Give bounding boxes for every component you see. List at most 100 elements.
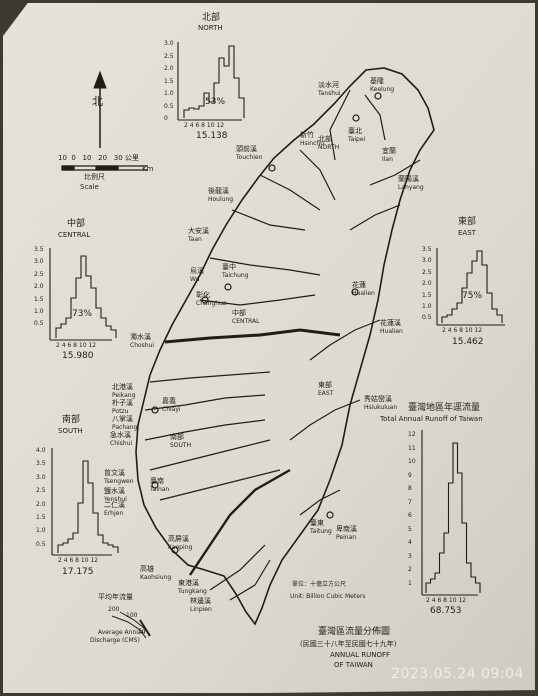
- total-title-en: Total Annual Runoff of Taiwan: [380, 415, 483, 423]
- map-title-en2: OF TAIWAN: [334, 661, 373, 669]
- map-label-pachang-en: Pachang: [112, 424, 138, 431]
- map-title-cn: 臺灣區流量分佈圖: [318, 627, 391, 637]
- map-label-tamshui-cn: 淡水河: [318, 81, 339, 89]
- scale-bar: [61, 165, 148, 171]
- histogram-central: [55, 255, 117, 338]
- histogram-north: [183, 45, 245, 118]
- discharge-legend-v200: 200: [108, 606, 120, 613]
- east-title-cn: 東部: [458, 217, 477, 227]
- map-label-lanyang-en: Lanyang: [398, 184, 424, 191]
- scale-ticks: 10 0 10 20 30 公里: [58, 154, 139, 162]
- map-label-kaoping-cn: 高屏溪: [168, 535, 189, 543]
- city-markers: [151, 92, 382, 554]
- map-label-north-en: NORTH: [318, 144, 340, 151]
- discharge-legend-v100: 100: [126, 612, 138, 619]
- map-label-hsinchu-cn: 新竹: [300, 131, 314, 139]
- unit-en: Unit: Billion Cubic Meters: [290, 593, 366, 600]
- east-x-axis: 2 4 6 8 10 12: [442, 327, 483, 334]
- map-title-en1: ANNUAL RUNOFF: [330, 651, 391, 659]
- scale-title-en: Scale: [80, 183, 99, 191]
- north-title-cn: 北部: [202, 13, 221, 23]
- total-title-cn: 臺灣地區年逕流量: [408, 403, 481, 413]
- map-label-hsiukuluan-cn: 秀姑巒溪: [364, 395, 392, 403]
- map-label-hualien_r-en: Hualien: [380, 328, 403, 335]
- map-label-tainan-en: Tainan: [150, 486, 170, 493]
- map-label-taichung-cn: 臺中: [222, 263, 236, 271]
- chart-total: [421, 430, 478, 596]
- east-total: 15.462: [452, 337, 484, 347]
- north-percent: 53%: [205, 97, 226, 107]
- map-label-tainan-cn: 臺南: [150, 477, 164, 485]
- map-label-taitung-en: Taitung: [310, 528, 332, 535]
- map-label-taipei-cn: 臺北: [348, 127, 362, 135]
- map-label-kaohsiung-en: Kaohsiung: [140, 574, 172, 581]
- map-label-central-en: CENTRAL: [232, 318, 260, 325]
- unit-cn: 單位：十億立方公尺: [292, 581, 347, 588]
- map-label-keelung-en: Keelung: [370, 86, 395, 93]
- map-label-south-en: SOUTH: [170, 442, 192, 449]
- map-label-taan-cn: 大安溪: [188, 227, 209, 235]
- north-x-axis: 2 4 6 8 10 12: [184, 122, 225, 129]
- discharge-legend: [111, 611, 151, 639]
- map-label-linpien-cn: 林邊溪: [190, 597, 211, 605]
- map-label-peinan-en: Peinan: [336, 534, 357, 541]
- scale-units-en: Km: [142, 165, 154, 173]
- north-arrow: [93, 70, 107, 148]
- map-label-touchien-en: Touchien: [236, 154, 263, 161]
- map-label-hualien_r-cn: 花蓮溪: [380, 319, 401, 327]
- chart-central: [49, 248, 112, 341]
- camera-timestamp: 2023.05.24 09:04: [391, 666, 524, 682]
- central-total: 15.980: [62, 351, 94, 361]
- compass-label: 北: [92, 95, 103, 108]
- map-label-peikang-cn: 北港溪: [112, 383, 133, 391]
- histogram-east: [441, 250, 503, 323]
- chart-south: [51, 448, 112, 556]
- river-network: [144, 89, 421, 601]
- map-label-tsengwen-en: Tsengwen: [104, 478, 134, 485]
- map-label-yenshui-cn: 鹽水溪: [104, 487, 125, 495]
- map-label-wu-cn: 烏溪: [190, 267, 204, 275]
- histogram-total: [425, 442, 481, 593]
- north-total: 15.138: [196, 131, 228, 141]
- map-label-touchien-cn: 頭前溪: [236, 145, 257, 153]
- south-total: 17.175: [62, 567, 94, 577]
- east-percent: 75%: [462, 291, 483, 301]
- south-title-cn: 南部: [62, 415, 81, 425]
- map-label-changhua-en: Changhua: [196, 300, 227, 307]
- map-label-tungkang-en: Tungkang: [178, 588, 207, 595]
- map-label-taan-en: Taan: [188, 236, 202, 243]
- discharge-legend-cn: 平均年流量: [98, 593, 133, 601]
- map-label-tsengwen-cn: 曾文溪: [104, 469, 125, 477]
- map-label-changhua-cn: 彰化: [196, 291, 210, 299]
- total-x-axis: 2 4 6 8 10 12: [426, 597, 467, 604]
- north-title-en: NORTH: [198, 24, 223, 32]
- chart-east: [436, 248, 505, 326]
- map-label-south-cn: 南部: [170, 433, 184, 441]
- map-label-peinan-cn: 卑南溪: [336, 525, 357, 533]
- map-label-keelung-cn: 基隆: [370, 77, 384, 85]
- map-label-houlung-en: Houlung: [208, 196, 234, 203]
- map-label-hualien-en: Hualien: [352, 290, 375, 297]
- map-label-kaohsiung-cn: 高雄: [140, 565, 154, 573]
- map-label-central-cn: 中部: [232, 309, 246, 317]
- map-label-east-en: EAST: [318, 390, 334, 397]
- map-label-yenshui-en: Yenshui: [104, 496, 127, 503]
- map-label-ilan-en: Ilan: [382, 156, 393, 163]
- map-label-choshui-cn: 濁水溪: [130, 333, 151, 341]
- map-label-erhjen-cn: 二仁溪: [104, 501, 125, 509]
- map-label-chishui-en: Chishui: [110, 440, 133, 447]
- total-total: 68.753: [430, 606, 462, 616]
- map-label-hsinchu-en: Hsinchu: [300, 140, 325, 147]
- map-label-taipei-en: Taipei: [348, 136, 366, 143]
- map-label-taitung-cn: 臺東: [310, 519, 324, 527]
- central-x-axis: 2 4 6 8 10 12: [56, 342, 97, 349]
- map-label-chishui-cn: 急水溪: [110, 431, 131, 439]
- map-label-erhjen-en: Erhjen: [104, 510, 124, 517]
- south-x-axis: 2 4 6 8 10 12: [58, 557, 99, 564]
